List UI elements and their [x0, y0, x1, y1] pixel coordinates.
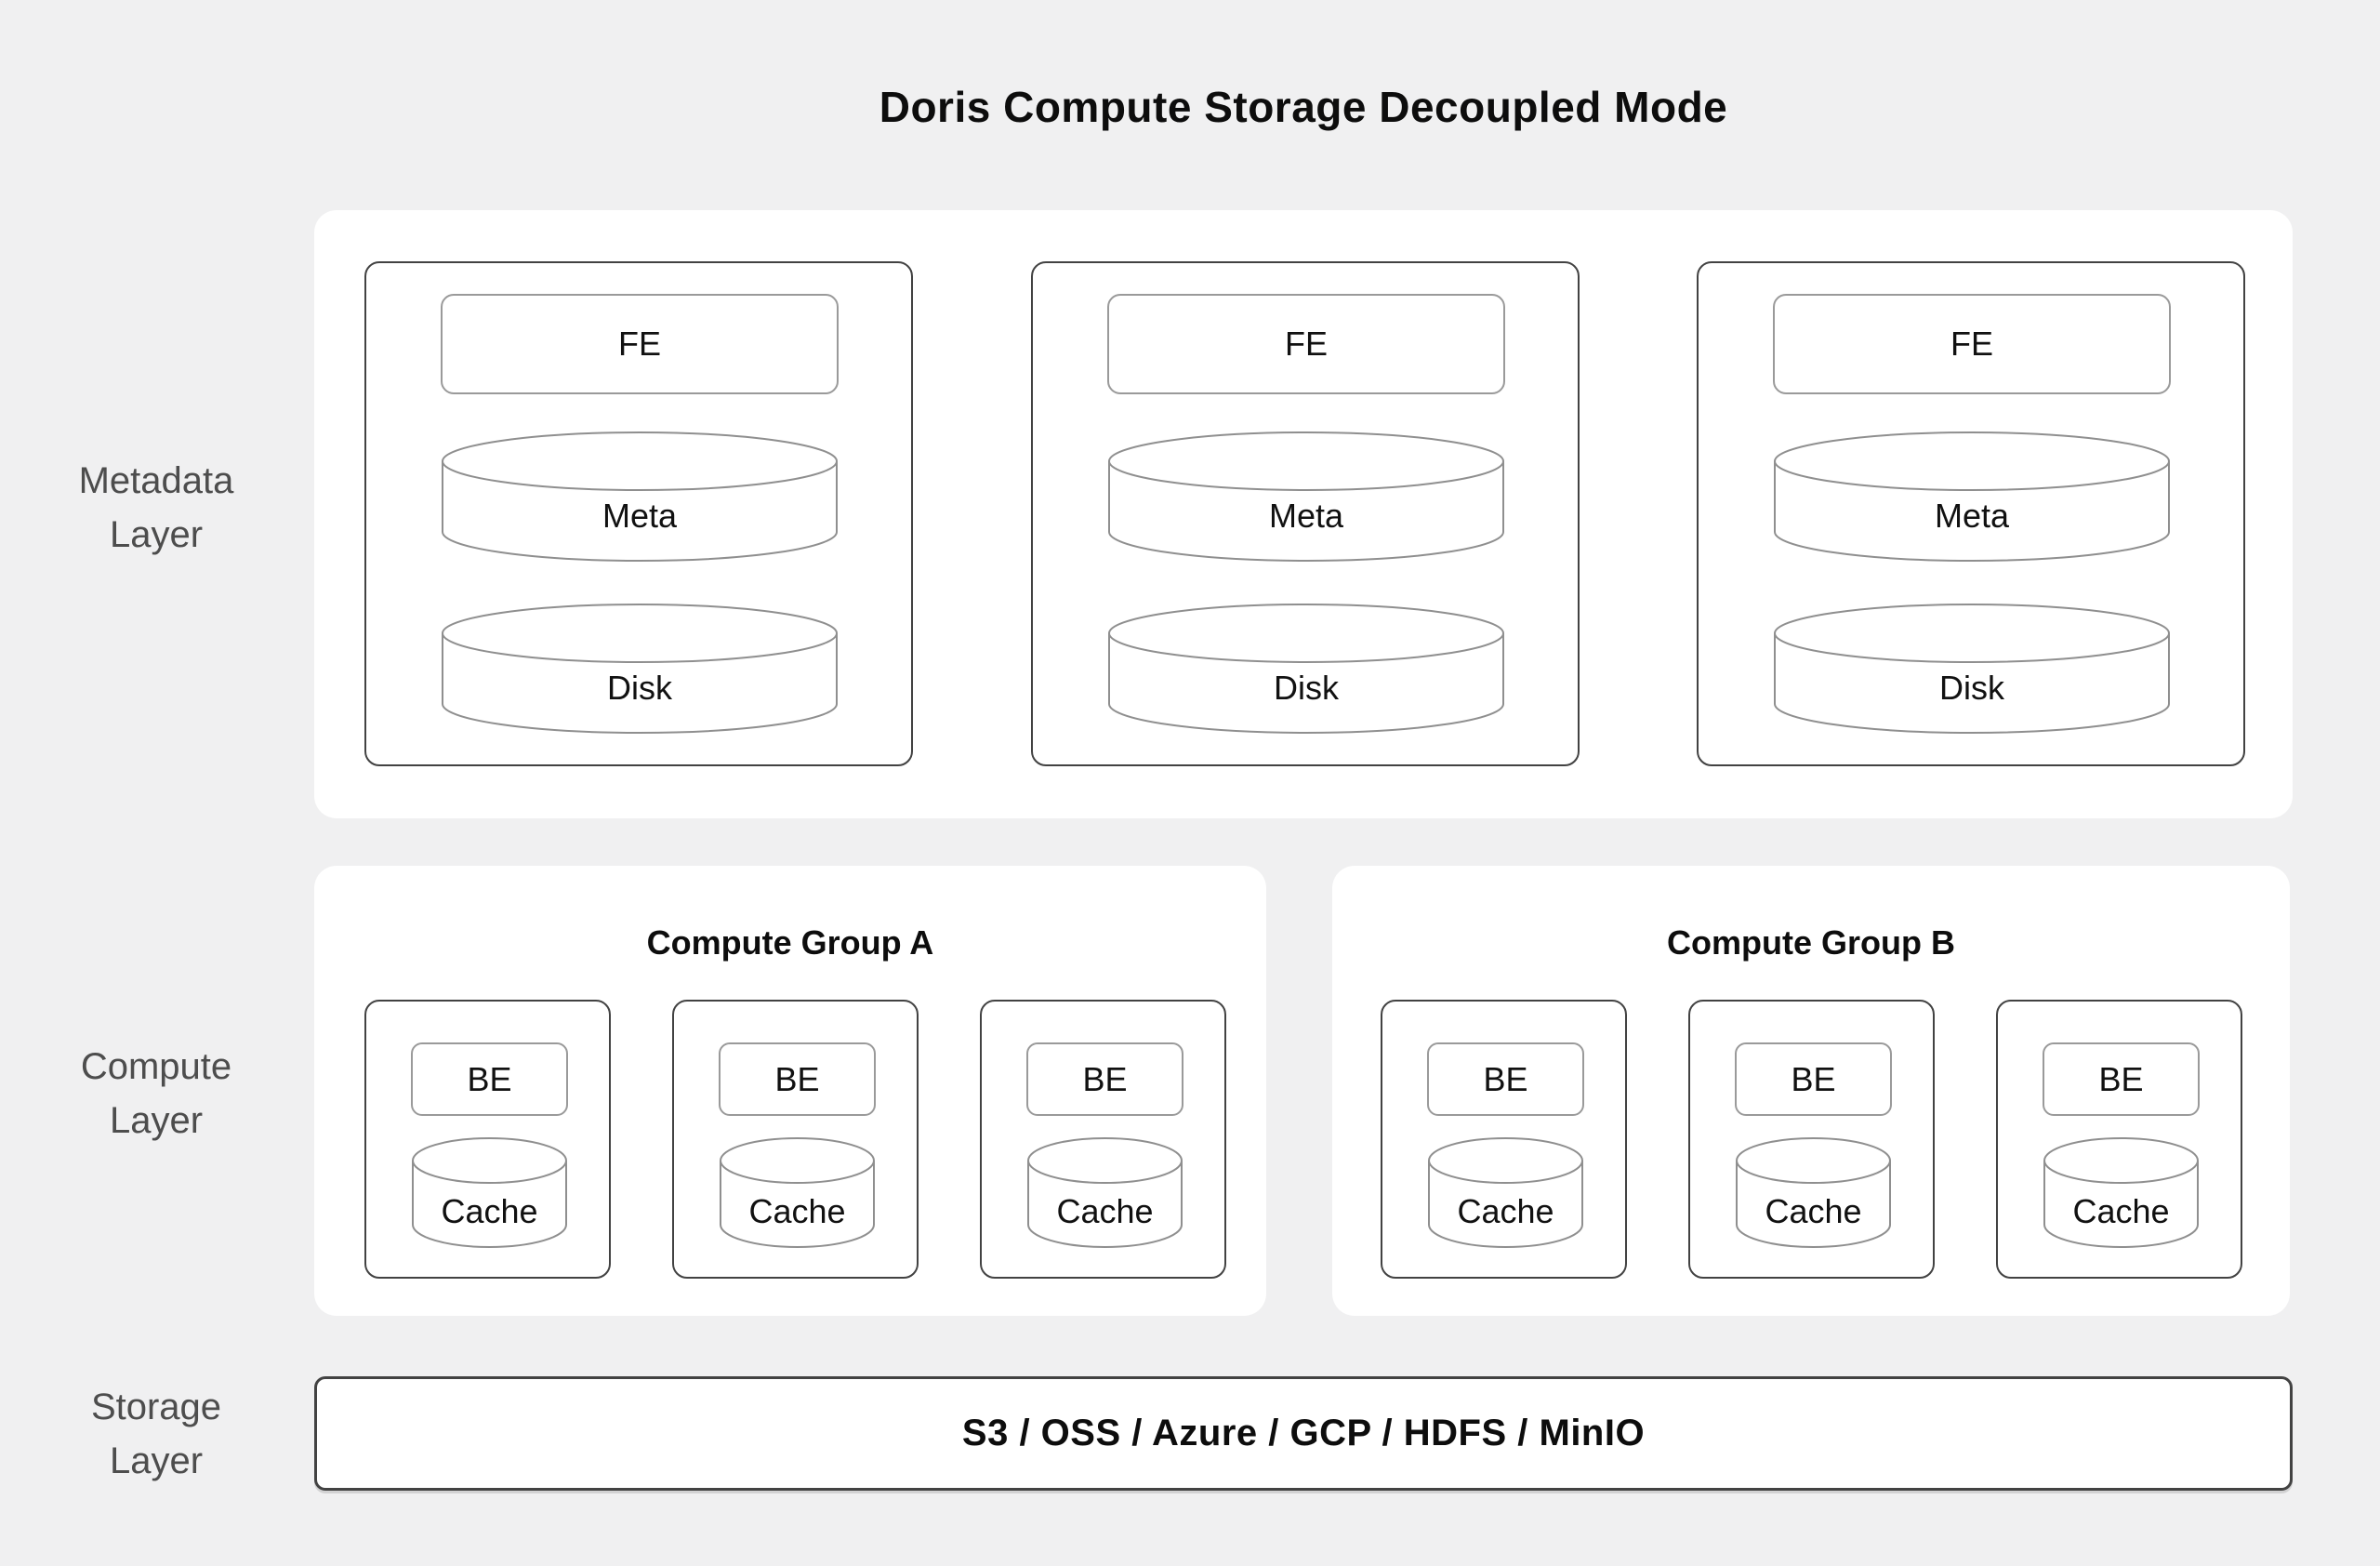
compute-layer-label: Compute Layer	[17, 1040, 296, 1148]
disk-label: Disk	[607, 669, 672, 707]
meta-cylinder: Meta	[1773, 430, 2171, 564]
disk-label: Disk	[1939, 669, 2004, 707]
be-box: BE	[2043, 1042, 2200, 1116]
cache-label: Cache	[1056, 1192, 1154, 1230]
cache-label: Cache	[1457, 1192, 1554, 1230]
cache-label: Cache	[441, 1192, 538, 1230]
be-box: BE	[1427, 1042, 1584, 1116]
cylinder-icon	[412, 1137, 567, 1248]
be-node: BE Cache	[1381, 1000, 1627, 1279]
meta-cylinder: Meta	[441, 430, 839, 564]
cache-cylinder: Cache	[719, 1136, 876, 1250]
cylinder-icon	[1108, 604, 1504, 734]
cylinder-icon	[1428, 1137, 1583, 1248]
storage-box: S3 / OSS / Azure / GCP / HDFS / MinIO	[314, 1376, 2293, 1491]
compute-group-a-panel: Compute Group A BE Cache BE Cache BE	[314, 866, 1266, 1316]
cache-cylinder: Cache	[1735, 1136, 1892, 1250]
compute-group-a-title: Compute Group A	[646, 923, 934, 962]
meta-cylinder: Meta	[1107, 430, 1505, 564]
cylinder-icon	[1108, 431, 1504, 562]
storage-layer-label-line2: Layer	[109, 1440, 204, 1481]
diagram-title: Doris Compute Storage Decoupled Mode	[879, 83, 1728, 131]
cylinder-icon	[442, 604, 838, 734]
cylinder-icon	[1027, 1137, 1183, 1248]
be-node: BE Cache	[672, 1000, 919, 1279]
fe-box: FE	[1773, 294, 2171, 394]
be-node: BE Cache	[1996, 1000, 2242, 1279]
storage-text: S3 / OSS / Azure / GCP / HDFS / MinIO	[961, 1413, 1646, 1453]
metadata-layer-label-line2: Layer	[109, 514, 204, 555]
fe-node: FE Meta Disk	[1697, 261, 2245, 766]
cylinder-icon	[720, 1137, 875, 1248]
be-box: BE	[1735, 1042, 1892, 1116]
meta-label: Meta	[1934, 497, 2010, 535]
disk-cylinder: Disk	[1107, 602, 1505, 736]
fe-box: FE	[441, 294, 839, 394]
be-box: BE	[411, 1042, 568, 1116]
metadata-layer-label-line1: Metadata	[78, 460, 234, 501]
disk-label: Disk	[1274, 669, 1339, 707]
metadata-layer-label: Metadata Layer	[17, 454, 296, 562]
be-node: BE Cache	[1688, 1000, 1935, 1279]
cylinder-icon	[1774, 431, 2170, 562]
be-node: BE Cache	[364, 1000, 611, 1279]
cache-label: Cache	[1765, 1192, 1862, 1230]
fe-node: FE Meta Disk	[364, 261, 913, 766]
cylinder-icon	[1774, 604, 2170, 734]
cache-cylinder: Cache	[1026, 1136, 1183, 1250]
be-box: BE	[719, 1042, 876, 1116]
meta-label: Meta	[602, 497, 678, 535]
fe-box: FE	[1107, 294, 1505, 394]
fe-node: FE Meta Disk	[1031, 261, 1580, 766]
compute-layer-label-line1: Compute	[80, 1046, 232, 1087]
cylinder-icon	[2043, 1137, 2199, 1248]
compute-layer-label-line2: Layer	[109, 1100, 204, 1141]
metadata-layer-panel: FE Meta Disk FE Meta	[314, 210, 2293, 818]
storage-layer-label: Storage Layer	[17, 1380, 296, 1488]
be-node: BE Cache	[980, 1000, 1226, 1279]
compute-group-b-title: Compute Group B	[1667, 923, 1955, 962]
cache-label: Cache	[748, 1192, 846, 1230]
cylinder-icon	[1736, 1137, 1891, 1248]
cache-cylinder: Cache	[411, 1136, 568, 1250]
cache-cylinder: Cache	[1427, 1136, 1584, 1250]
compute-group-b-panel: Compute Group B BE Cache BE Cache BE	[1332, 866, 2290, 1316]
disk-cylinder: Disk	[1773, 602, 2171, 736]
disk-cylinder: Disk	[441, 602, 839, 736]
storage-layer-label-line1: Storage	[90, 1387, 222, 1427]
cylinder-icon	[442, 431, 838, 562]
meta-label: Meta	[1268, 497, 1344, 535]
be-box: BE	[1026, 1042, 1183, 1116]
cache-cylinder: Cache	[2043, 1136, 2200, 1250]
cache-label: Cache	[2072, 1192, 2170, 1230]
